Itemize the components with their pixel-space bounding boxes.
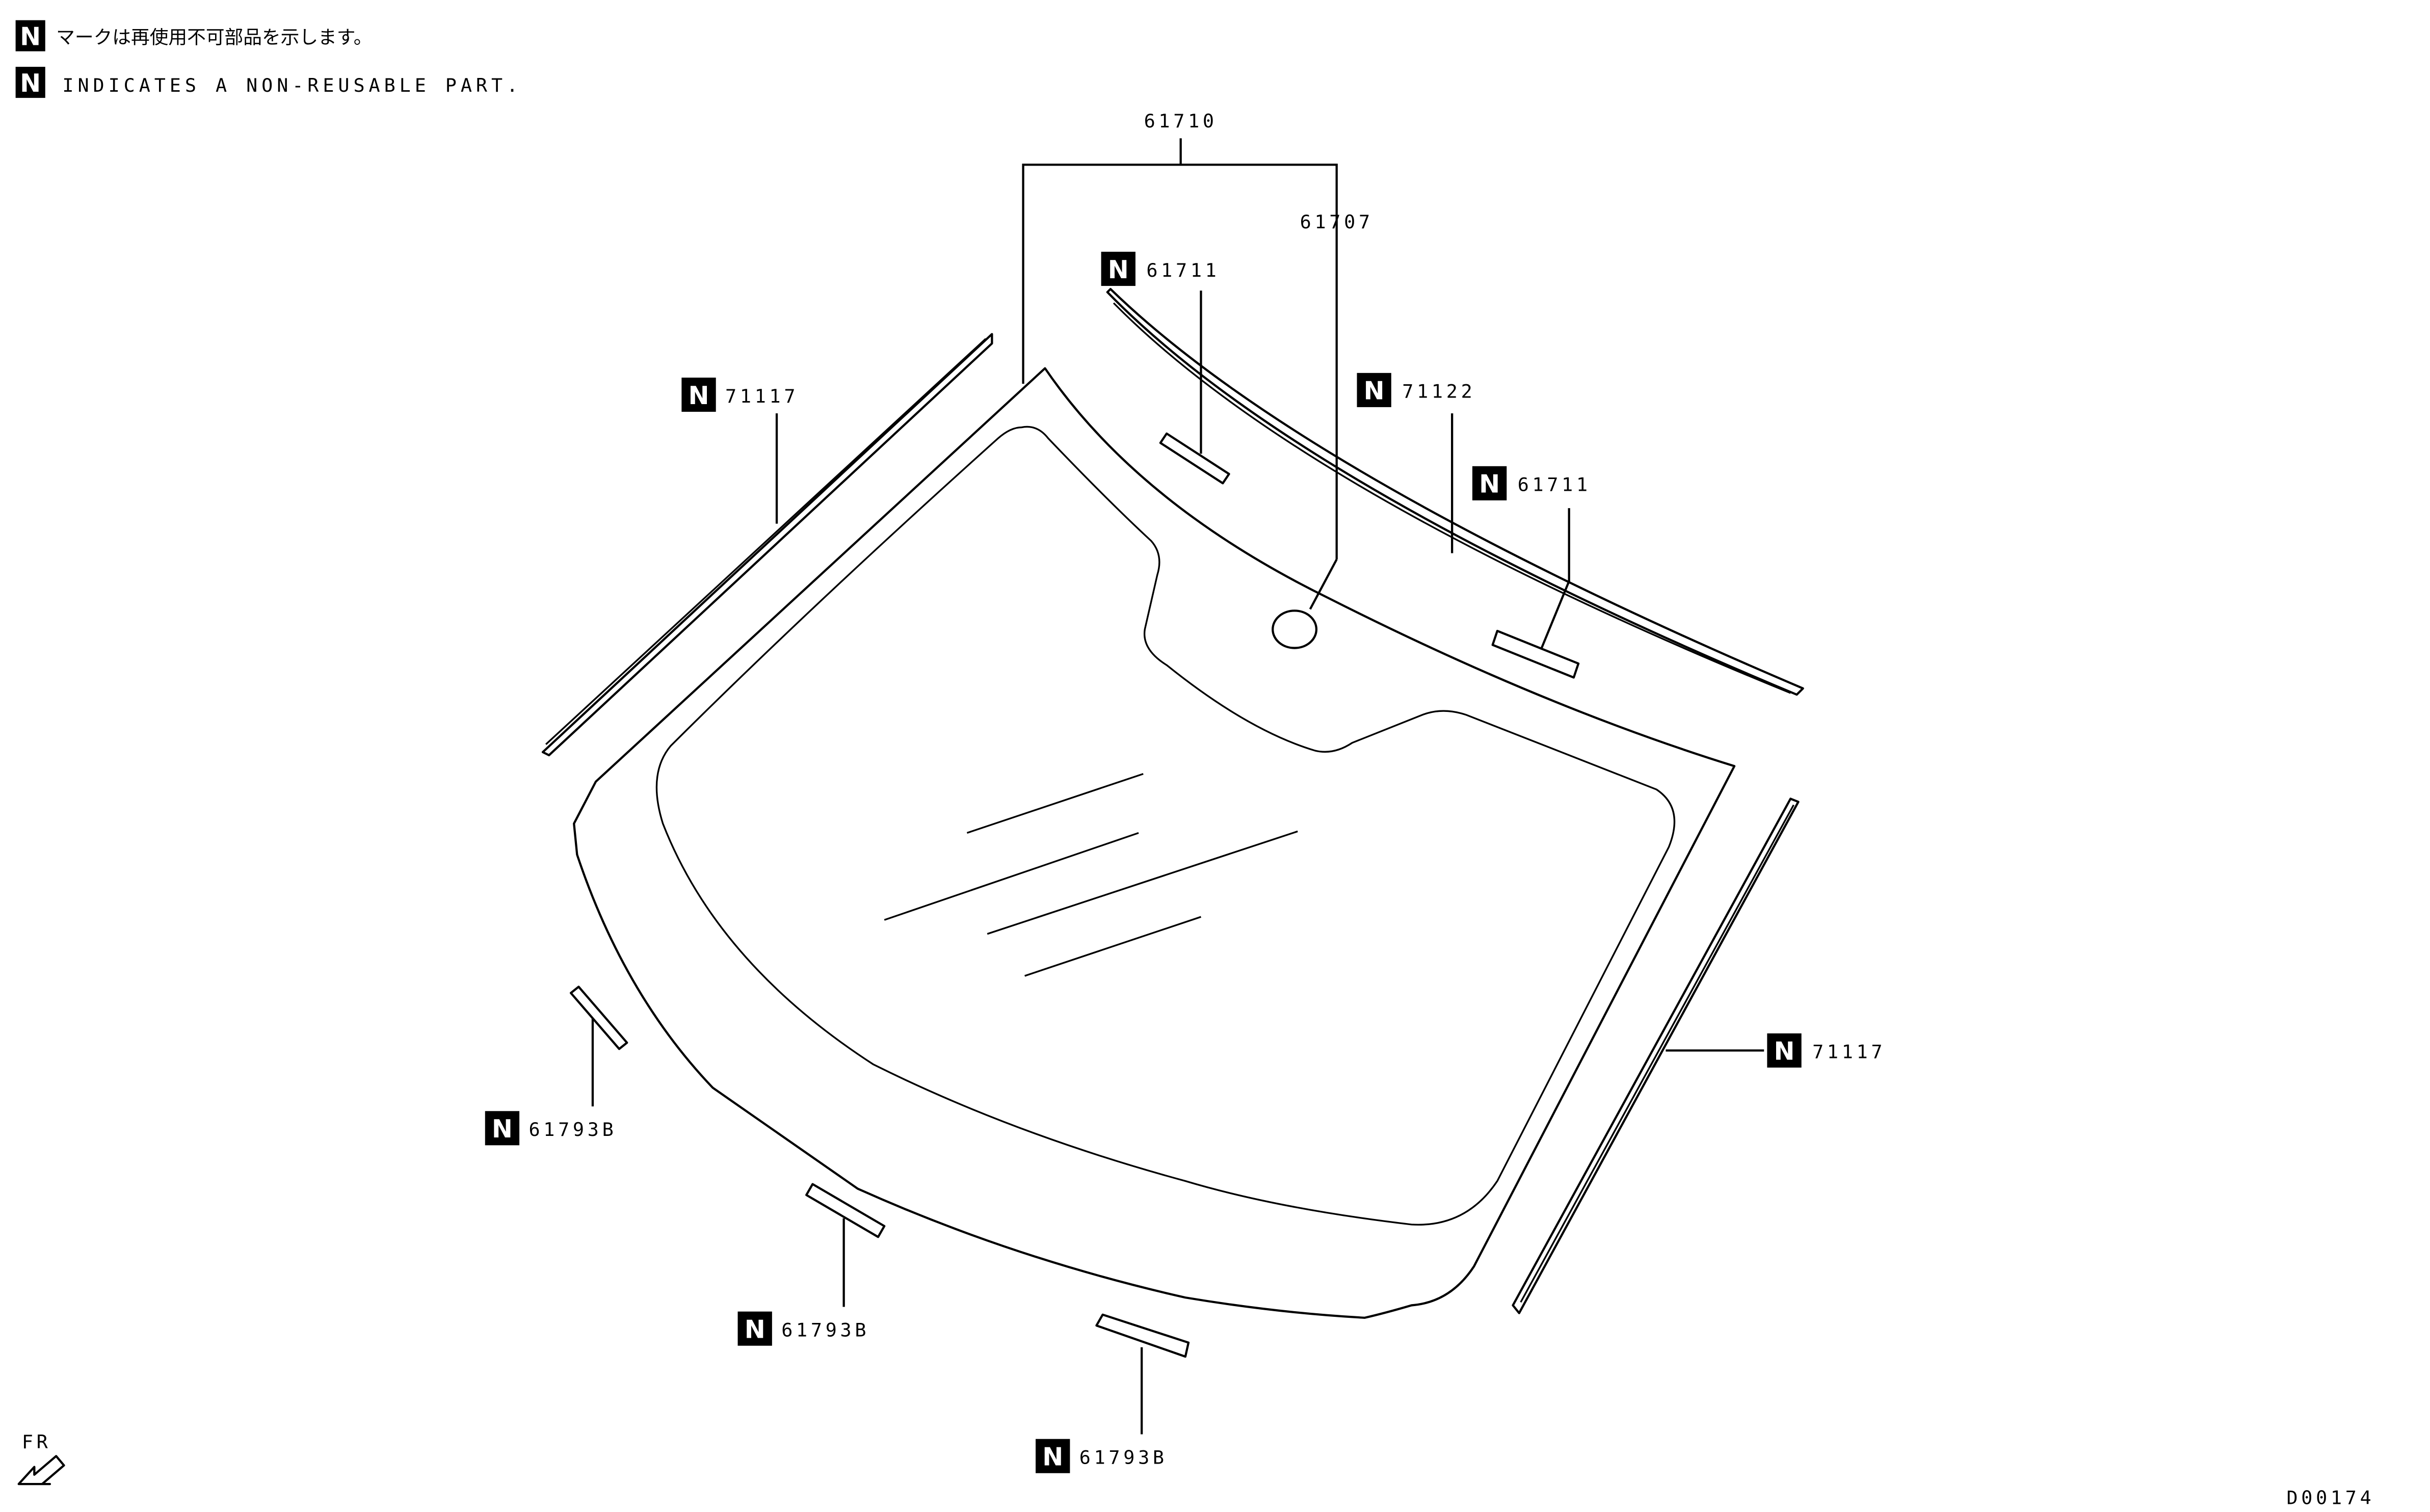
label-left-side-molding: N 71117 bbox=[681, 377, 799, 412]
front-direction-indicator: FR bbox=[17, 1431, 65, 1486]
svg-text:N: N bbox=[1108, 255, 1129, 284]
left-side-molding-part bbox=[541, 333, 993, 757]
windshield-ceramic-border bbox=[655, 426, 1676, 1226]
svg-text:N: N bbox=[20, 22, 41, 51]
front-arrow-icon bbox=[17, 1455, 65, 1486]
glass-reflection-line bbox=[884, 832, 1139, 921]
svg-text:61711: 61711 bbox=[1146, 259, 1220, 281]
label-spacer-top-left: N 61711 bbox=[1101, 251, 1220, 286]
svg-text:71117: 71117 bbox=[1812, 1041, 1886, 1063]
svg-text:61711: 61711 bbox=[1518, 474, 1591, 496]
label-61710: 61710 bbox=[1144, 110, 1218, 132]
right-side-molding-part bbox=[1512, 798, 1800, 1314]
svg-text:N: N bbox=[492, 1115, 513, 1144]
windshield-glass-outline bbox=[573, 367, 1736, 1319]
svg-text:N: N bbox=[20, 69, 41, 98]
leader-spacer-top-right bbox=[1540, 508, 1570, 650]
upper-molding-inner-line bbox=[1113, 302, 1791, 694]
svg-text:N: N bbox=[745, 1315, 765, 1344]
stopper-right-part bbox=[1095, 1313, 1190, 1358]
drawing-code: D00174 bbox=[2286, 1487, 2374, 1509]
svg-text:71117: 71117 bbox=[725, 385, 799, 407]
svg-text:N: N bbox=[1479, 470, 1500, 499]
stopper-center-part bbox=[805, 1183, 886, 1238]
glass-reflection-line bbox=[1024, 916, 1201, 977]
label-upper-molding: N 71122 bbox=[1357, 373, 1475, 407]
spacer-top-left-part bbox=[1159, 432, 1230, 485]
svg-text:61793B: 61793B bbox=[529, 1119, 617, 1140]
right-side-molding-inner-line bbox=[1520, 804, 1794, 1303]
label-stopper-center: N 61793B bbox=[737, 1311, 869, 1346]
label-right-side-molding: N 71117 bbox=[1767, 1033, 1886, 1068]
spacer-top-right-part bbox=[1491, 629, 1580, 679]
svg-text:N: N bbox=[1774, 1037, 1795, 1066]
upper-molding-part bbox=[1106, 288, 1804, 696]
front-direction-label: FR bbox=[22, 1431, 51, 1453]
mirror-base-part bbox=[1272, 609, 1318, 649]
svg-text:71122: 71122 bbox=[1402, 381, 1475, 403]
leader-61707 bbox=[1309, 559, 1338, 610]
left-side-molding-inner-line bbox=[545, 338, 987, 745]
legend-text-jp: マークは再使用不可部品を示します。 bbox=[56, 26, 372, 48]
label-stopper-left: N 61793B bbox=[485, 1111, 617, 1146]
label-61707: 61707 bbox=[1300, 211, 1374, 233]
legend-note-en: N INDICATES A NON-REUSABLE PART. bbox=[15, 67, 522, 98]
glass-reflection-line bbox=[966, 773, 1144, 834]
label-spacer-top-right: N 61711 bbox=[1472, 466, 1591, 500]
svg-text:N: N bbox=[1364, 377, 1385, 406]
svg-text:N: N bbox=[689, 381, 709, 410]
legend-note-jp: N マークは再使用不可部品を示します。 bbox=[15, 20, 373, 51]
svg-text:61793B: 61793B bbox=[781, 1319, 869, 1341]
stopper-left-part bbox=[569, 986, 628, 1050]
svg-text:61793B: 61793B bbox=[1079, 1447, 1168, 1469]
label-stopper-right: N 61793B bbox=[1036, 1439, 1168, 1473]
legend-text-en: INDICATES A NON-REUSABLE PART. bbox=[62, 74, 522, 96]
glass-reflection-line bbox=[987, 830, 1298, 935]
svg-text:N: N bbox=[1042, 1443, 1063, 1472]
